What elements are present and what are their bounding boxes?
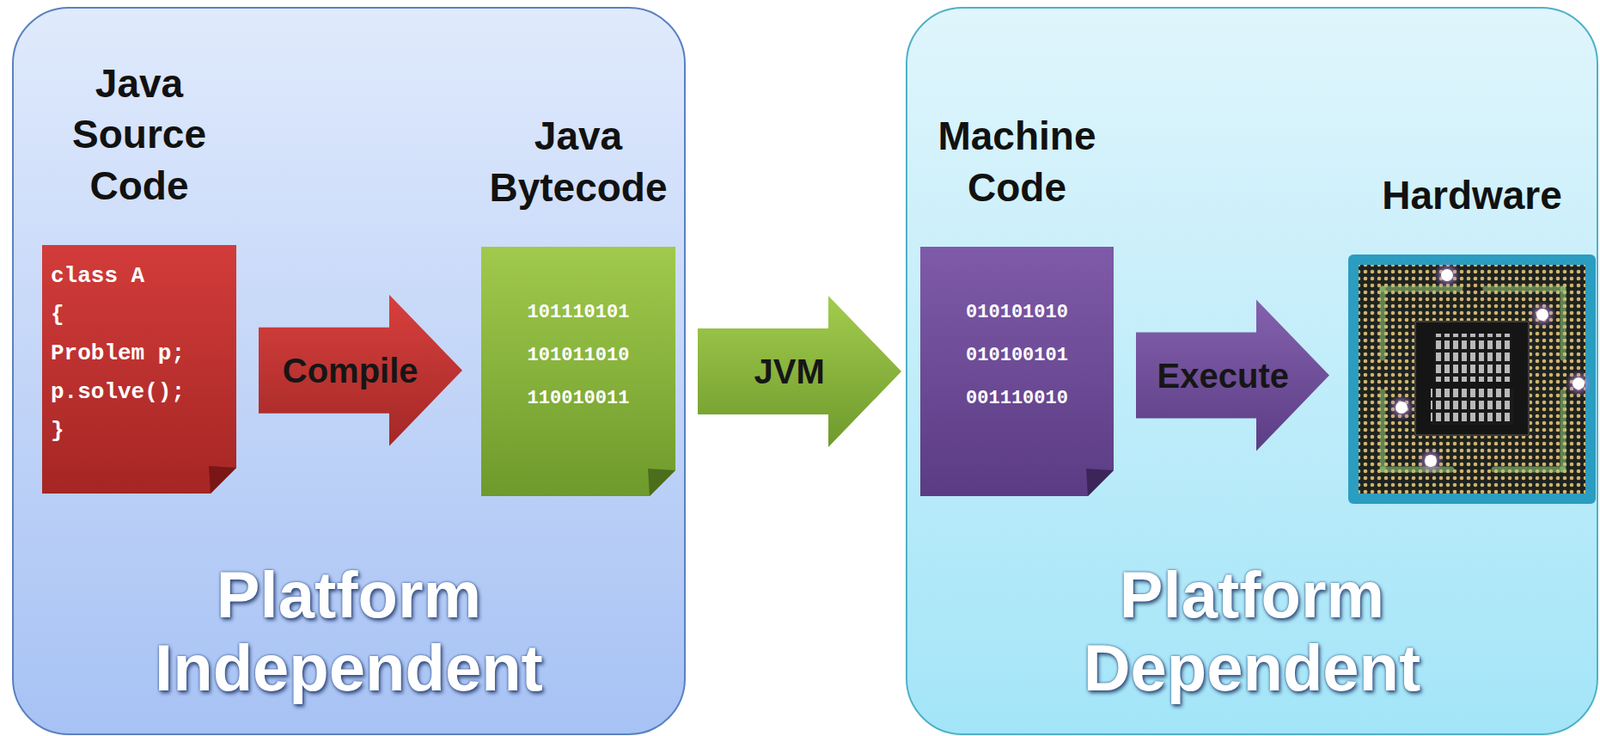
document-body xyxy=(920,246,1114,496)
code-line: p.solve(); xyxy=(50,372,228,412)
document-node: Java Source Codeclass A{Problem p;p.solv… xyxy=(42,244,237,494)
document-content: 010101010010100101001110010 xyxy=(920,246,1114,421)
chip-trace xyxy=(1380,391,1387,470)
binary-line: 010100101 xyxy=(927,334,1107,378)
arrow-label: Compile xyxy=(282,353,419,388)
binary-line: 001110010 xyxy=(927,377,1107,421)
node-heading: Java Bytecode xyxy=(488,110,667,214)
document-node: Java Bytecode101110101101011010110010011 xyxy=(481,246,676,496)
chip-light xyxy=(1536,308,1549,321)
chip-frame xyxy=(1348,254,1596,504)
chip-glow xyxy=(1387,393,1416,422)
chip-trace xyxy=(1560,391,1567,470)
hardware-node: Hardware xyxy=(1348,254,1596,504)
code-line: Problem p; xyxy=(50,334,228,373)
chip-glow xyxy=(1528,300,1557,329)
code-line: class A xyxy=(50,256,228,296)
document-fold xyxy=(208,465,237,494)
block-arrow xyxy=(258,294,463,446)
node-heading: Machine Code xyxy=(937,110,1096,214)
arrow-label: JVM xyxy=(754,354,825,389)
chip-trace xyxy=(1560,288,1567,358)
chip-light xyxy=(1395,401,1408,414)
arrow-label: Execute xyxy=(1157,358,1289,393)
binary-line: 101011010 xyxy=(488,334,669,378)
chip-die-area xyxy=(1415,321,1529,435)
code-line: { xyxy=(50,295,228,335)
chip-trace xyxy=(1380,288,1387,358)
chip-components xyxy=(1430,388,1514,425)
chip-pin-grid xyxy=(1358,264,1586,494)
chip-glow xyxy=(1416,446,1445,475)
chip-glow xyxy=(1564,369,1593,397)
platform-label: Platform Dependent xyxy=(1083,557,1422,704)
chip-light xyxy=(1572,377,1585,390)
cpu-chip-illustration xyxy=(1348,254,1596,504)
chip-light xyxy=(1424,454,1437,467)
document-shape xyxy=(481,246,676,496)
document-fold xyxy=(647,468,676,496)
document-content: class A{Problem p;p.solve();} xyxy=(42,244,237,451)
chip-light xyxy=(1441,268,1454,281)
block-arrow xyxy=(1135,299,1330,452)
binary-line: 010101010 xyxy=(927,291,1107,335)
chip-components xyxy=(1434,333,1512,382)
document-body xyxy=(481,246,676,496)
document-shape xyxy=(920,246,1114,496)
chip-trace xyxy=(1485,286,1564,293)
binary-line: 110010011 xyxy=(488,377,669,421)
node-heading: Hardware xyxy=(1381,170,1563,222)
document-content: 101110101101011010110010011 xyxy=(481,246,676,421)
document-fold xyxy=(1086,468,1114,496)
platform-label: Platform Independent xyxy=(154,557,544,704)
document-node: Machine Code010101010010100101001110010 xyxy=(920,246,1114,496)
chip-glow xyxy=(1433,261,1461,289)
block-arrow xyxy=(697,295,902,447)
node-heading: Java Source Code xyxy=(72,58,207,213)
chip-trace xyxy=(1494,466,1564,473)
code-line: } xyxy=(50,411,228,451)
binary-line: 101110101 xyxy=(488,291,669,335)
document-body xyxy=(42,244,237,494)
